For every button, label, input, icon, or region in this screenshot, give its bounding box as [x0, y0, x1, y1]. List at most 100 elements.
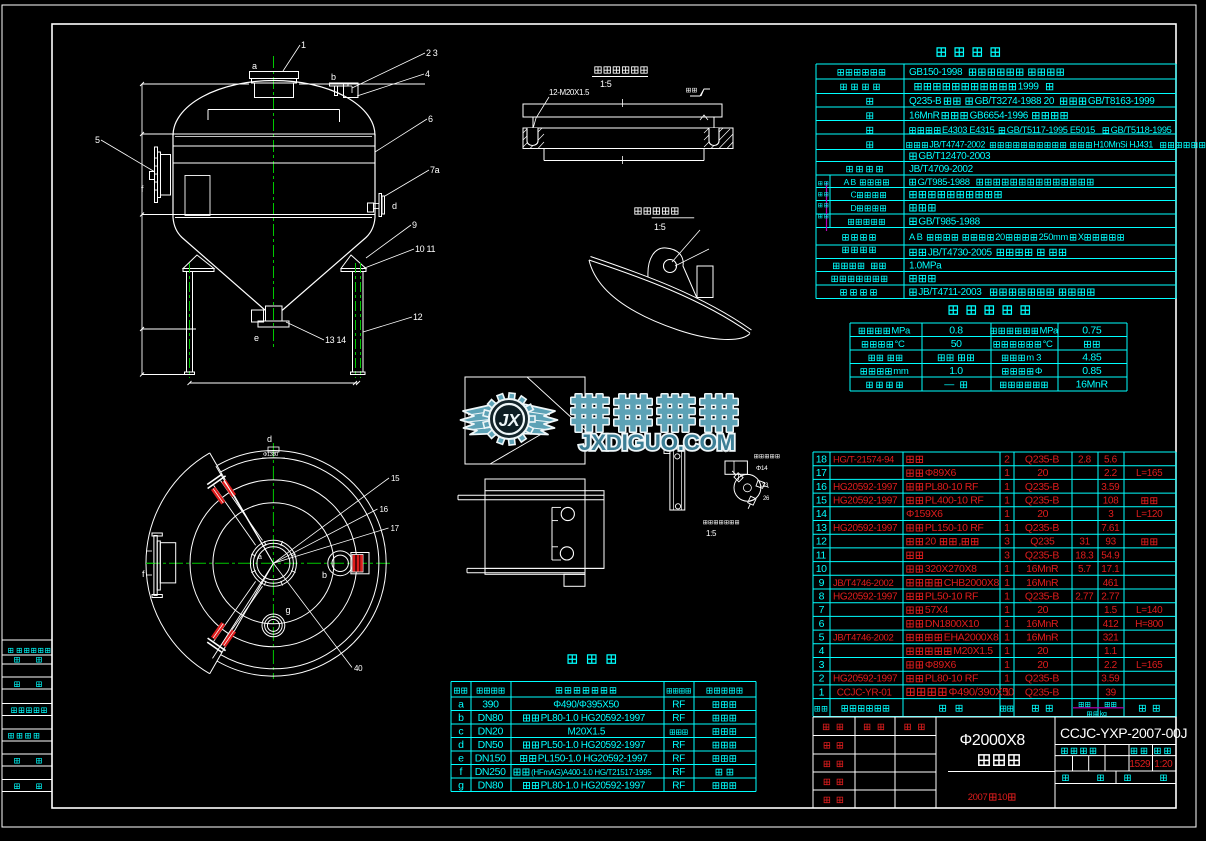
svg-text:4: 4	[819, 645, 825, 657]
svg-text:M20X1.5: M20X1.5	[953, 645, 993, 657]
svg-text:°C: °C	[895, 339, 905, 350]
svg-text:c: c	[458, 725, 463, 737]
svg-text:1.0MPa: 1.0MPa	[909, 261, 942, 272]
svg-text:Q235-B: Q235-B	[1025, 591, 1059, 603]
svg-text:GB/T985-1988: GB/T985-1988	[918, 216, 980, 227]
svg-text:GB/T3274-1988 20: GB/T3274-1988 20	[975, 96, 1055, 107]
svg-text:e: e	[254, 333, 259, 343]
svg-text:0.85: 0.85	[1082, 365, 1102, 377]
svg-text:1: 1	[1004, 563, 1010, 575]
svg-text:1: 1	[1004, 577, 1010, 589]
svg-text:1: 1	[301, 40, 306, 50]
svg-text:H10MnSi HJ431: H10MnSi HJ431	[1093, 140, 1153, 150]
svg-text:D: D	[851, 203, 857, 213]
svg-text:14: 14	[816, 508, 827, 520]
svg-text:26: 26	[763, 496, 770, 502]
svg-text:CCJC-YXP-2007-00J: CCJC-YXP-2007-00J	[1060, 725, 1187, 741]
svg-text:M20X1.5: M20X1.5	[568, 726, 606, 737]
svg-text:—: —	[944, 380, 954, 391]
svg-text:15: 15	[391, 474, 400, 483]
svg-text:RF: RF	[672, 699, 685, 710]
svg-text:b: b	[458, 712, 464, 724]
svg-text:17.1: 17.1	[1101, 564, 1120, 575]
svg-text:Q235: Q235	[1030, 536, 1055, 548]
svg-text:EHA2000X8: EHA2000X8	[944, 632, 999, 644]
svg-text:a: a	[458, 698, 464, 710]
svg-text:5: 5	[95, 135, 100, 145]
svg-text:23: 23	[660, 442, 667, 449]
svg-text:12: 12	[816, 536, 827, 548]
svg-text:2.77: 2.77	[1101, 592, 1120, 603]
svg-text:390: 390	[482, 698, 499, 710]
svg-text:PL50-1.0 HG20592-1997: PL50-1.0 HG20592-1997	[541, 740, 646, 751]
svg-text:Φ159X6: Φ159X6	[906, 508, 943, 520]
svg-text:DN80: DN80	[478, 712, 504, 724]
svg-text:1: 1	[1004, 604, 1010, 616]
svg-text:1:5: 1:5	[706, 529, 717, 538]
svg-text:10: 10	[816, 563, 827, 575]
svg-text:2.77: 2.77	[1075, 592, 1094, 603]
svg-text:20: 20	[1037, 645, 1048, 657]
svg-text:H=800: H=800	[1135, 619, 1164, 630]
svg-text:HG20592-1997: HG20592-1997	[833, 482, 898, 493]
svg-text:HG20592-1997: HG20592-1997	[833, 496, 898, 507]
svg-text:1: 1	[1004, 686, 1010, 698]
svg-text:1:5: 1:5	[600, 79, 612, 89]
svg-text:2007: 2007	[968, 792, 988, 803]
svg-text:GB6654-1996: GB6654-1996	[970, 111, 1029, 122]
svg-text:20: 20	[995, 232, 1005, 242]
svg-text:40: 40	[354, 664, 363, 673]
svg-text:HG20592-1997: HG20592-1997	[833, 674, 898, 685]
svg-text:20: 20	[1037, 467, 1048, 479]
svg-text:4.85: 4.85	[1082, 352, 1102, 364]
svg-text:CCJC-YR-01: CCJC-YR-01	[837, 687, 893, 698]
svg-text:2.8: 2.8	[1078, 455, 1092, 466]
svg-text:10: 10	[997, 792, 1007, 803]
svg-text:L=120: L=120	[1136, 509, 1163, 520]
svg-text:17: 17	[391, 524, 400, 533]
svg-text:HG/T-21574-94: HG/T-21574-94	[833, 455, 894, 466]
svg-text:Q235-B: Q235-B	[1025, 686, 1059, 698]
svg-text:1: 1	[1004, 508, 1010, 520]
svg-text:GB/T5117-1995 E5015: GB/T5117-1995 E5015	[1007, 125, 1095, 135]
svg-text:HG20592-1997: HG20592-1997	[833, 523, 898, 534]
svg-text:8: 8	[819, 591, 825, 603]
svg-text:18.3: 18.3	[1075, 550, 1094, 561]
svg-text:57X4: 57X4	[925, 604, 949, 616]
svg-text:18: 18	[816, 454, 827, 466]
svg-text:6: 6	[428, 114, 433, 124]
svg-text:11: 11	[816, 549, 827, 561]
svg-text:20: 20	[1037, 508, 1048, 520]
svg-text:DN20: DN20	[478, 725, 504, 737]
svg-text:321: 321	[1103, 633, 1119, 644]
svg-text:GB/T8163-1999: GB/T8163-1999	[1088, 96, 1155, 107]
svg-text:a: a	[252, 61, 257, 71]
svg-text:JB/T4709-2002: JB/T4709-2002	[909, 164, 974, 175]
svg-text:20: 20	[1037, 604, 1048, 616]
svg-text:JB/T4730-2005: JB/T4730-2005	[928, 247, 993, 258]
svg-text:A B: A B	[844, 177, 857, 187]
svg-text:A B: A B	[909, 232, 923, 242]
svg-text:,: ,	[958, 536, 961, 548]
svg-text:1: 1	[1004, 467, 1010, 479]
svg-text:1.1: 1.1	[1104, 646, 1118, 657]
svg-text:RF: RF	[672, 767, 685, 778]
svg-text:31: 31	[1079, 537, 1090, 548]
svg-text:C: C	[851, 190, 857, 200]
svg-text:16MnR: 16MnR	[1026, 563, 1059, 575]
svg-text:6: 6	[819, 618, 825, 630]
svg-text:CHB2000X8: CHB2000X8	[944, 577, 1000, 589]
svg-text:412: 412	[1103, 619, 1119, 630]
svg-text:GB/T5118-1995: GB/T5118-1995	[1111, 125, 1172, 135]
svg-text:7: 7	[819, 604, 825, 616]
svg-text:0.8: 0.8	[949, 325, 963, 337]
svg-text:3: 3	[1108, 509, 1114, 520]
svg-text:Q235-B: Q235-B	[1025, 522, 1059, 534]
svg-text:250mm: 250mm	[1039, 232, 1069, 242]
svg-text:1:5: 1:5	[654, 222, 666, 232]
svg-text:b: b	[322, 570, 327, 580]
svg-text:Φ2000X8: Φ2000X8	[960, 732, 1026, 749]
svg-text:G/T985-1988: G/T985-1988	[918, 177, 970, 188]
svg-text:Φ89X6: Φ89X6	[925, 659, 957, 671]
svg-text:54.9: 54.9	[1101, 550, 1120, 561]
